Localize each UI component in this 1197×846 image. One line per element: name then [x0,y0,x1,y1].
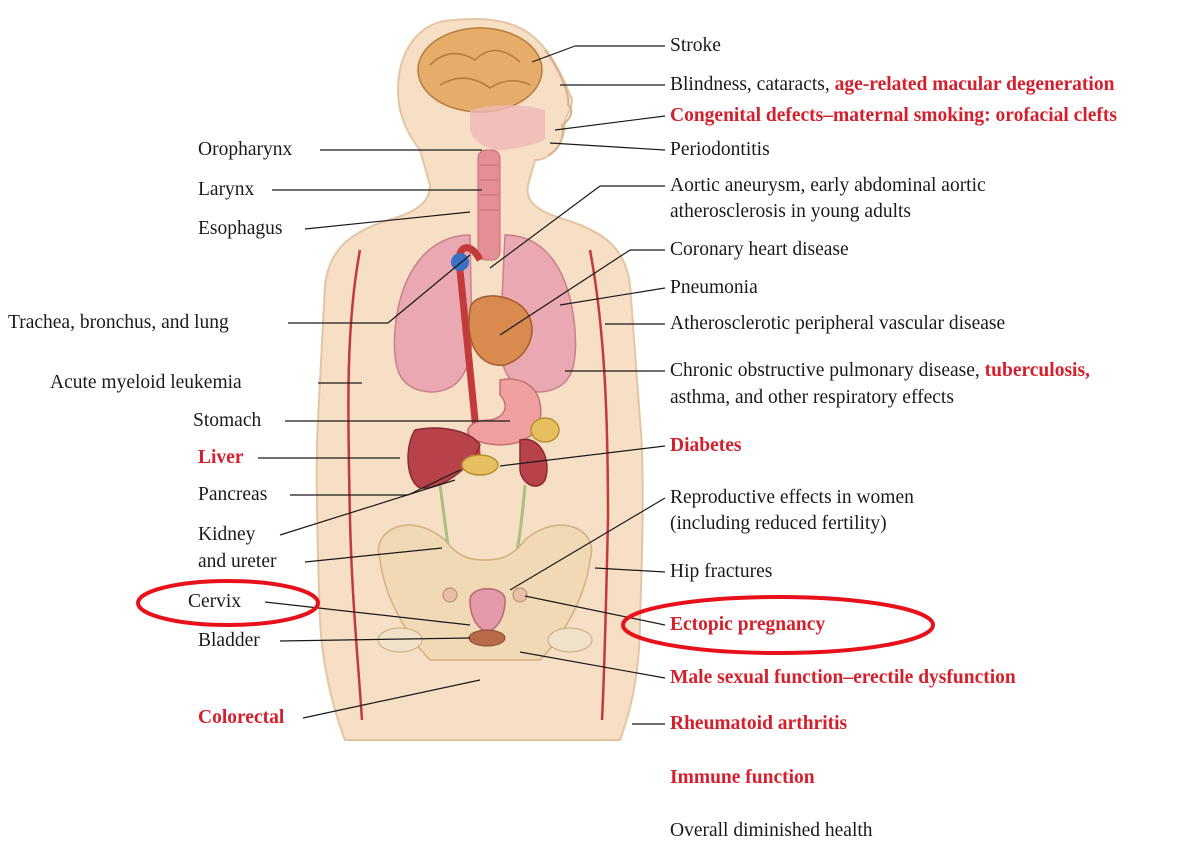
label-ectopic-pregnancy: Ectopic pregnancy [670,613,825,637]
label-oropharynx: Oropharynx [198,138,292,162]
label-diabetes: Diabetes [670,434,742,458]
label-ureter: and ureter [198,550,277,574]
label-esophagus: Esophagus [198,217,283,241]
label-male-sexual-function: Male sexual function–erectile dysfunctio… [670,666,1016,690]
label-coronary-heart-disease: Coronary heart disease [670,238,849,262]
label-rheumatoid-arthritis: Rheumatoid arthritis [670,712,847,736]
label-stomach: Stomach [193,409,261,433]
label-trachea-bronchus-lung: Trachea, bronchus, and lung [8,311,229,335]
brain [418,28,542,112]
label-hip-fractures: Hip fractures [670,560,772,584]
label-aortic-aneurysm: Aortic aneurysm, early abdominal aortic [670,174,986,198]
label-pancreas: Pancreas [198,483,267,507]
label-bladder: Bladder [198,629,260,653]
bladder [469,630,505,646]
label-peripheral-vascular: Atherosclerotic peripheral vascular dise… [670,312,1005,336]
label-colorectal: Colorectal [198,706,284,730]
label-macular-degeneration: age-related macular degeneration [835,74,1115,95]
label-asthma: asthma, and other respiratory effects [670,386,954,410]
nasal-cavity [470,105,545,150]
label-larynx: Larynx [198,178,254,202]
label-overall-health: Overall diminished health [670,819,873,843]
label-kidney: Kidney [198,523,255,547]
label-liver: Liver [198,446,243,470]
label-periodontitis: Periodontitis [670,138,770,162]
label-tuberculosis: tuberculosis, [985,360,1090,381]
trachea [478,150,500,260]
label-acute-myeloid-leukemia: Acute myeloid leukemia [50,371,242,395]
pancreas [462,455,498,475]
label-copd: Chronic obstructive pulmonary disease, t… [670,359,1090,383]
label-atherosclerosis-young: atherosclerosis in young adults [670,200,911,224]
label-copd-plain: Chronic obstructive pulmonary disease, [670,360,985,381]
label-cervix: Cervix [188,590,241,614]
label-reproductive: Reproductive effects in women [670,486,914,510]
label-fertility: (including reduced fertility) [670,512,887,536]
label-blindness-plain: Blindness, cataracts, [670,74,835,95]
label-pneumonia: Pneumonia [670,276,758,300]
label-blindness: Blindness, cataracts, age-related macula… [670,73,1114,97]
label-congenital-defects: Congenital defects–maternal smoking: oro… [670,104,1117,128]
label-stroke: Stroke [670,34,721,58]
heart [469,296,532,365]
femur-head-right [548,628,592,652]
femur-head-left [378,628,422,652]
label-immune-function: Immune function [670,766,815,790]
